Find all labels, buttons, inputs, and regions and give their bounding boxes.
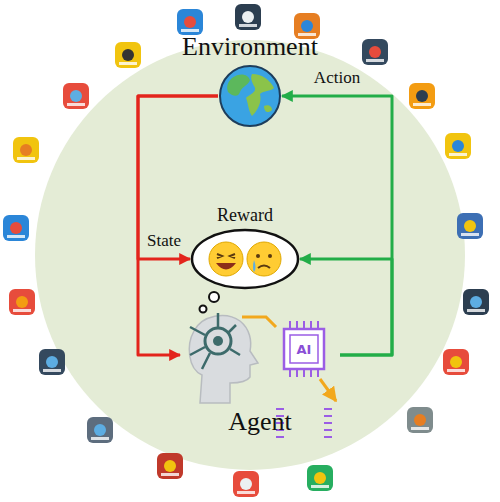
edge-label: Action <box>314 68 360 88</box>
app-icon <box>463 289 489 315</box>
chip-label: AI <box>297 342 312 357</box>
reward-bubble-shape <box>190 228 300 290</box>
app-icon <box>3 215 29 241</box>
application-icons <box>3 4 489 497</box>
node-heading: Reward <box>217 205 273 226</box>
app-icon <box>409 83 435 109</box>
reward-bubble: Reward <box>190 228 300 290</box>
node-heading: Agent <box>228 407 292 437</box>
app-icon <box>362 39 388 65</box>
thought-dots <box>200 292 220 313</box>
app-icon <box>443 349 469 375</box>
app-icon <box>9 289 35 315</box>
app-icon <box>87 417 113 443</box>
flow-arrow <box>138 96 218 259</box>
environment-globe-shape <box>218 64 282 128</box>
node-heading: Environment <box>182 32 318 62</box>
edge-label: State <box>147 231 181 251</box>
flow-arrow <box>138 96 218 355</box>
background-circle <box>35 40 465 470</box>
app-icon <box>407 407 433 433</box>
app-icon <box>307 465 333 491</box>
app-icon <box>457 213 483 239</box>
app-icon <box>233 471 259 497</box>
agent-robot-shape <box>180 305 340 405</box>
app-icon <box>39 349 65 375</box>
app-icon <box>177 9 203 35</box>
app-icon <box>13 137 39 163</box>
app-icon <box>115 42 141 68</box>
agent-robot: AgentAI <box>180 305 340 405</box>
app-icon <box>63 83 89 109</box>
app-icon <box>157 453 183 479</box>
flow-arrow <box>282 96 392 355</box>
app-icon <box>235 4 261 30</box>
environment-globe: Environment <box>218 64 282 128</box>
app-icon <box>445 133 471 159</box>
